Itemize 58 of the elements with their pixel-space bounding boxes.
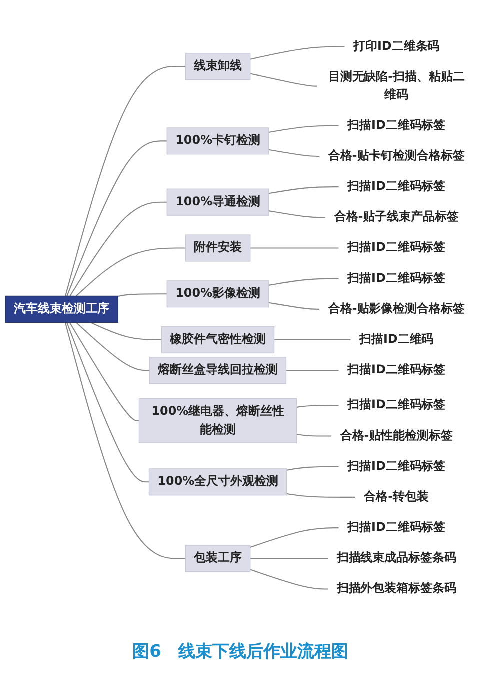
connector xyxy=(286,370,340,372)
node-box: 线束卸线 xyxy=(185,53,251,80)
connector xyxy=(250,248,340,249)
node-text: 合格-贴性能检测标签 xyxy=(340,428,453,443)
connector xyxy=(250,46,346,60)
connector xyxy=(69,322,140,422)
connector xyxy=(66,140,168,296)
connector xyxy=(268,302,320,310)
node-box: 100%继电器、熔断丝性能检测 xyxy=(138,398,298,444)
node-text: 扫描线束成品标签条码 xyxy=(336,551,456,566)
node-text: 扫描ID二维码标签 xyxy=(348,271,446,286)
node-box: 100%影像检测 xyxy=(166,280,270,308)
node-box: 包装工序 xyxy=(185,545,251,572)
node-text: 扫描ID二维码标签 xyxy=(348,240,446,255)
connector xyxy=(274,340,352,341)
node-text: 扫描ID二维码标签 xyxy=(348,459,446,474)
connector xyxy=(296,405,340,408)
node-box: 汽车线束检测工序 xyxy=(5,296,118,323)
node-text: 合格-贴影像检测合格标签 xyxy=(328,302,465,316)
connector xyxy=(268,278,340,286)
node-text: 扫描ID二维码 xyxy=(360,332,434,347)
node-box: 100%全尺寸外观检测 xyxy=(148,468,288,496)
connector xyxy=(250,558,328,560)
node-text: 合格-转包装 xyxy=(364,490,429,504)
node-box: 100%卡钉检测 xyxy=(166,128,270,155)
connector xyxy=(250,528,340,548)
node-text: 合格-贴卡钉检测合格标签 xyxy=(328,148,465,163)
node-box: 100%导通检测 xyxy=(166,188,270,216)
connector xyxy=(250,73,318,87)
connector xyxy=(90,322,162,341)
connector xyxy=(268,125,340,133)
connector xyxy=(286,466,340,471)
connector xyxy=(66,322,150,483)
node-box: 橡胶件气密性检测 xyxy=(161,326,275,354)
connector xyxy=(76,248,186,297)
node-text: 扫描ID二维码标签 xyxy=(348,118,446,132)
node-text: 扫描外包装箱标签条码 xyxy=(336,582,456,596)
connector xyxy=(118,294,168,298)
node-text: 扫描ID二维码标签 xyxy=(348,180,446,194)
connector xyxy=(268,186,340,194)
node-box: 熔断丝盒导线回拉检测 xyxy=(149,357,287,384)
connector xyxy=(250,569,328,590)
connector xyxy=(64,322,186,560)
connector xyxy=(296,434,332,437)
node-text: 扫描ID二维码标签 xyxy=(348,520,446,535)
node-text: 目测无缺陷-扫描、粘贴二维码 xyxy=(328,70,465,102)
figure-caption: 图6 线束下线后作业流程图 xyxy=(132,641,350,663)
node-text: 打印ID二维条码 xyxy=(354,39,440,54)
connector xyxy=(268,210,326,218)
node-text: 合格-贴子线束产品标签 xyxy=(334,210,459,224)
connector xyxy=(286,493,356,498)
connector xyxy=(268,149,320,157)
connector xyxy=(70,202,168,297)
node-box: 附件安装 xyxy=(185,234,251,262)
node-text: 扫描ID二维码标签 xyxy=(348,363,446,378)
connector xyxy=(76,322,150,372)
node-text: 扫描ID二维码标签 xyxy=(348,398,446,412)
connector xyxy=(65,66,186,296)
